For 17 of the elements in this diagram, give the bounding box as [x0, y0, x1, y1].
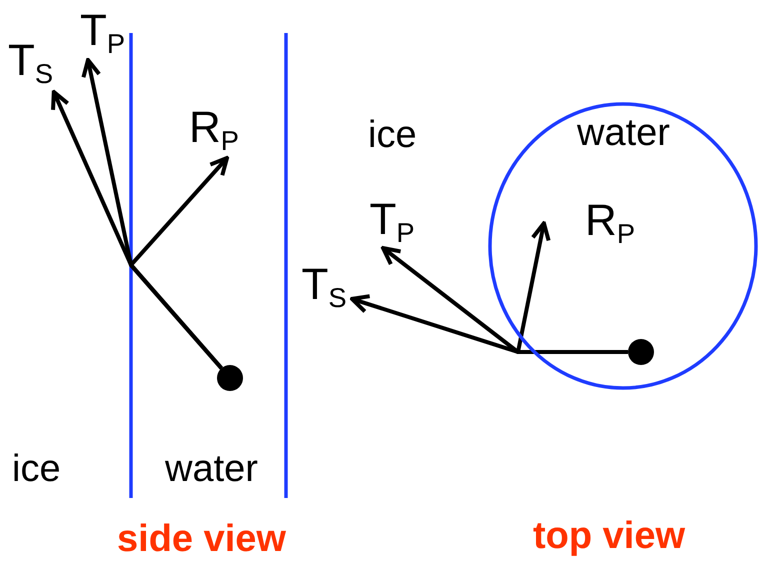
ray-label: R$_{P}$: [585, 199, 635, 243]
region-label: water: [577, 114, 670, 152]
region-label: water: [165, 450, 258, 488]
ray-label: T$_{S}$: [301, 263, 347, 307]
ray-label: T$_{S}$: [8, 39, 54, 83]
ray-label: T$_{P}$: [80, 9, 126, 53]
ray-label: R$_{P}$: [189, 106, 239, 150]
interface-ellipse: [488, 102, 758, 390]
view-caption: side view: [117, 520, 286, 558]
ray-arrow: [129, 156, 230, 370]
view-caption: top view: [533, 517, 686, 555]
source-dot: [628, 339, 654, 365]
ray-arrow: [516, 221, 628, 354]
region-label: ice: [12, 450, 61, 488]
source-dot: [217, 365, 243, 391]
region-label: ice: [368, 116, 417, 154]
ray-label: T$_{P}$: [369, 198, 415, 242]
